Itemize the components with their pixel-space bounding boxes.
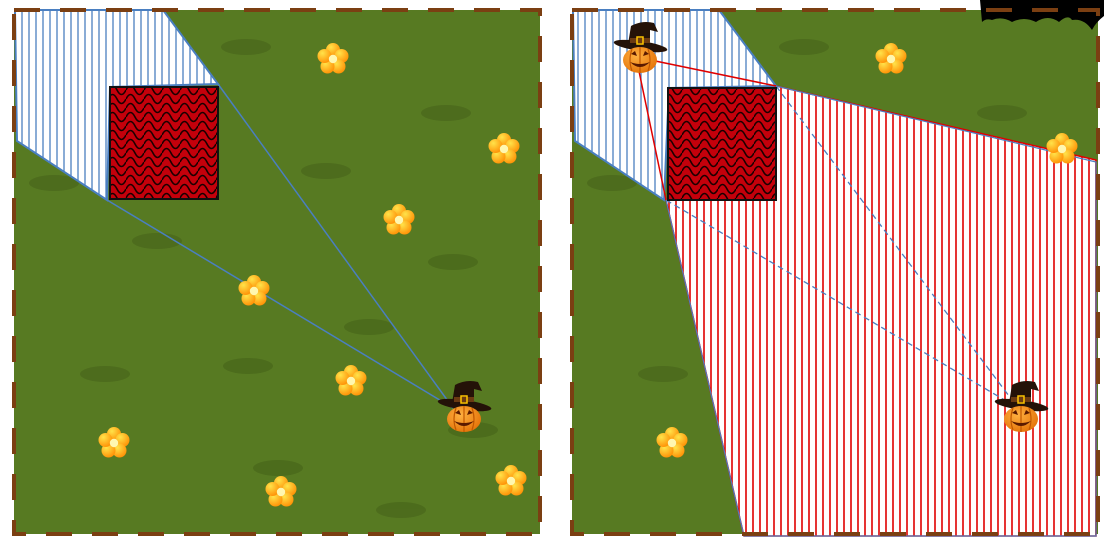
game-panel-left <box>0 0 548 538</box>
scene-right-canvas <box>556 0 1104 538</box>
scene-left-canvas <box>0 0 548 538</box>
wall-obstacle <box>668 88 776 200</box>
wall-obstacle <box>110 87 218 199</box>
game-panel-right <box>556 0 1104 538</box>
